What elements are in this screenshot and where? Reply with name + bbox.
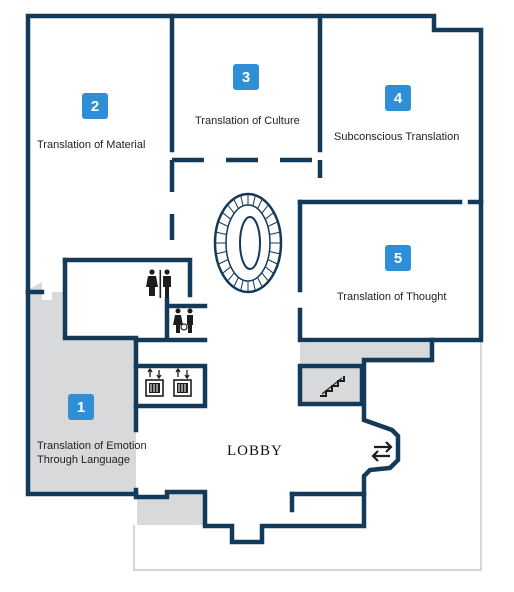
room-2-label: Translation of Material bbox=[37, 139, 146, 151]
stair-tread bbox=[269, 250, 281, 255]
stair-tread bbox=[215, 231, 227, 236]
stairs-icon bbox=[320, 376, 345, 397]
stair-tread bbox=[218, 221, 229, 227]
restroom-icon bbox=[146, 269, 171, 298]
stair-tread bbox=[267, 259, 278, 265]
stair-tread bbox=[264, 212, 275, 220]
stair-tread bbox=[227, 272, 235, 282]
room-5-label: Translation of Thought bbox=[337, 291, 447, 303]
forecourt-outline bbox=[133, 340, 482, 571]
stair-tread bbox=[233, 277, 239, 288]
stair-tread bbox=[252, 195, 256, 207]
room-4-badge: 4 bbox=[385, 85, 411, 111]
room-2-badge: 2 bbox=[82, 93, 108, 119]
family-restroom-icon bbox=[173, 308, 193, 333]
elevator-icon bbox=[173, 367, 192, 397]
elevator-icon bbox=[145, 367, 164, 397]
stair-tread bbox=[215, 250, 227, 255]
stair-tread bbox=[221, 266, 232, 274]
walls bbox=[25, 13, 484, 545]
stair-tread bbox=[252, 279, 256, 291]
room-5-badge: 5 bbox=[385, 245, 411, 271]
spiral-staircase-icon bbox=[213, 192, 283, 294]
stair-tread bbox=[267, 221, 278, 227]
room-3-badge: 3 bbox=[233, 64, 259, 90]
stair-tread bbox=[233, 198, 239, 209]
room-1-label: Translation of Emotion Through Language bbox=[37, 440, 147, 466]
stair-tread bbox=[221, 212, 232, 220]
exit-arrows-icon bbox=[371, 441, 393, 462]
stair-tread bbox=[264, 266, 275, 274]
stair-tread bbox=[218, 259, 229, 265]
lobby-label: LOBBY bbox=[227, 443, 283, 459]
stair-tread bbox=[269, 231, 281, 236]
dashed-partitions bbox=[169, 157, 323, 240]
room-4-label: Subconscious Translation bbox=[334, 131, 460, 143]
stair-tread bbox=[240, 195, 244, 207]
stair-tread bbox=[257, 277, 263, 288]
stair-tread bbox=[261, 204, 269, 214]
stair-tread bbox=[227, 204, 235, 214]
stair-tread bbox=[240, 279, 244, 291]
stair-tread bbox=[257, 198, 263, 209]
room-1-badge: 1 bbox=[68, 394, 94, 420]
stair-tread bbox=[261, 272, 269, 282]
room-3-label: Translation of Culture bbox=[195, 115, 300, 127]
